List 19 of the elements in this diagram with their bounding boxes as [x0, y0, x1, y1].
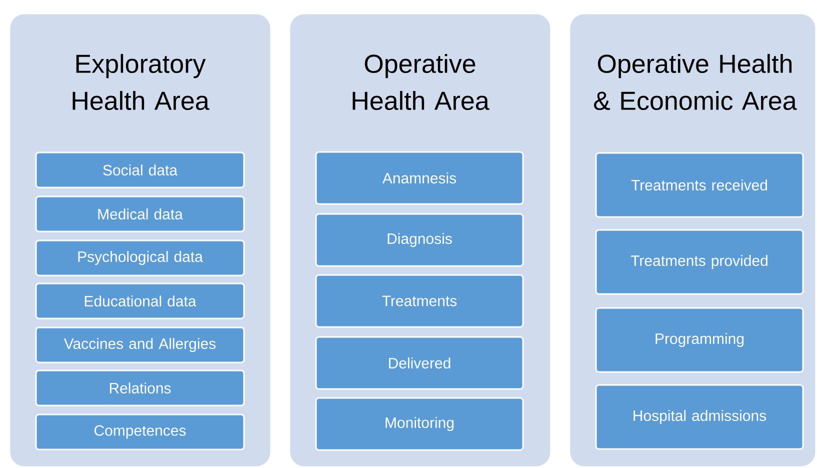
data-box: Psychological data	[35, 240, 245, 276]
panel-title: Operative Health Area	[352, 54, 490, 110]
data-box: Treatments	[315, 274, 524, 328]
data-box: Vaccines and Allergies	[35, 326, 245, 364]
data-box: Monitoring	[315, 397, 524, 451]
data-box: Competences	[35, 414, 245, 450]
data-box: Treatments provided	[595, 229, 804, 295]
data-box: Diagnosis	[315, 213, 524, 267]
data-box: Relations	[35, 370, 245, 406]
data-box: Educational data	[35, 282, 245, 320]
data-box: Delivered	[315, 336, 524, 390]
panel-title: Exploratory Health Area	[72, 54, 210, 110]
panel-title: Operative Health & Economic Area	[594, 54, 797, 110]
data-box: Social data	[35, 152, 245, 188]
data-box: Hospital admissions	[595, 384, 804, 450]
data-box: Treatments received	[595, 152, 804, 218]
data-box: Anamnesis	[315, 151, 524, 205]
data-box: Programming	[595, 307, 804, 373]
data-box: Medical data	[35, 196, 245, 232]
